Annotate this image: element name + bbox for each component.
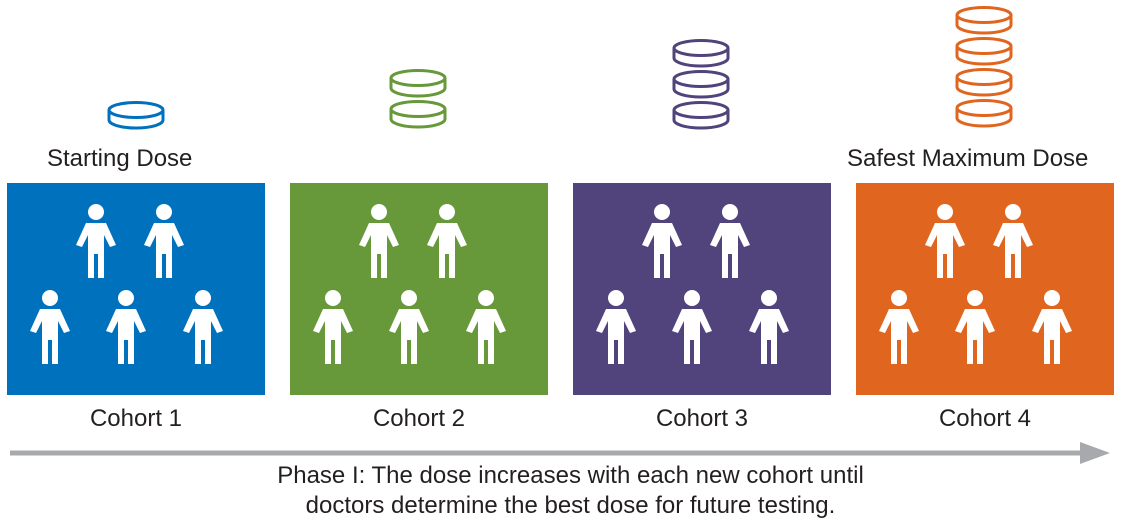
person-icon: [76, 204, 116, 278]
person-icon: [313, 290, 353, 364]
person-icon: [183, 290, 223, 364]
cohort-box-4: [856, 183, 1114, 395]
people-group-icon: [313, 204, 506, 364]
pill-icon: [955, 99, 1013, 128]
people-group-icon: [596, 204, 789, 364]
cohort-label-3: Cohort 3: [655, 405, 749, 432]
person-icon: [672, 290, 712, 364]
people-group-icon: [30, 204, 223, 364]
person-icon: [596, 290, 636, 364]
pill-icon: [672, 101, 730, 130]
person-icon: [466, 290, 506, 364]
pill-icon: [389, 69, 447, 98]
person-icon: [389, 290, 429, 364]
pill-icon: [672, 70, 730, 99]
pill-stack-cohort-4: [955, 6, 1013, 128]
person-icon: [710, 204, 750, 278]
pill-icon: [107, 101, 165, 130]
person-icon: [955, 290, 995, 364]
people-group-icon: [879, 204, 1072, 364]
caption: Phase I: The dose increases with each ne…: [0, 461, 1141, 521]
starting-dose-label: Starting Dose: [47, 145, 193, 172]
pill-stack-cohort-2: [389, 69, 447, 129]
person-icon: [359, 204, 399, 278]
cohort-box-1: [7, 183, 265, 395]
cohort-box-3: [573, 183, 831, 395]
caption-line-2: doctors determine the best dose for futu…: [305, 492, 836, 519]
person-icon: [993, 204, 1033, 278]
person-icon: [106, 290, 146, 364]
person-icon: [144, 204, 184, 278]
pill-icon: [955, 68, 1013, 97]
person-icon: [925, 204, 965, 278]
person-icon: [427, 204, 467, 278]
cohort-label-1: Cohort 1: [89, 405, 183, 432]
cohort-label-4: Cohort 4: [938, 405, 1032, 432]
person-icon: [1032, 290, 1072, 364]
safest-maximum-dose-label: Safest Maximum Dose: [847, 145, 1089, 172]
person-icon: [749, 290, 789, 364]
cohort-box-2: [290, 183, 548, 395]
pill-icon: [672, 39, 730, 68]
person-icon: [30, 290, 70, 364]
caption-line-1: Phase I: The dose increases with each ne…: [277, 462, 864, 489]
pill-icon: [955, 6, 1013, 35]
pill-icon: [955, 37, 1013, 66]
pill-icon: [389, 100, 447, 129]
pill-stack-cohort-1: [107, 101, 165, 130]
person-icon: [879, 290, 919, 364]
progression-arrow-icon: [10, 442, 1110, 464]
cohort-label-2: Cohort 2: [372, 405, 466, 432]
pill-stack-cohort-3: [672, 39, 730, 130]
person-icon: [642, 204, 682, 278]
